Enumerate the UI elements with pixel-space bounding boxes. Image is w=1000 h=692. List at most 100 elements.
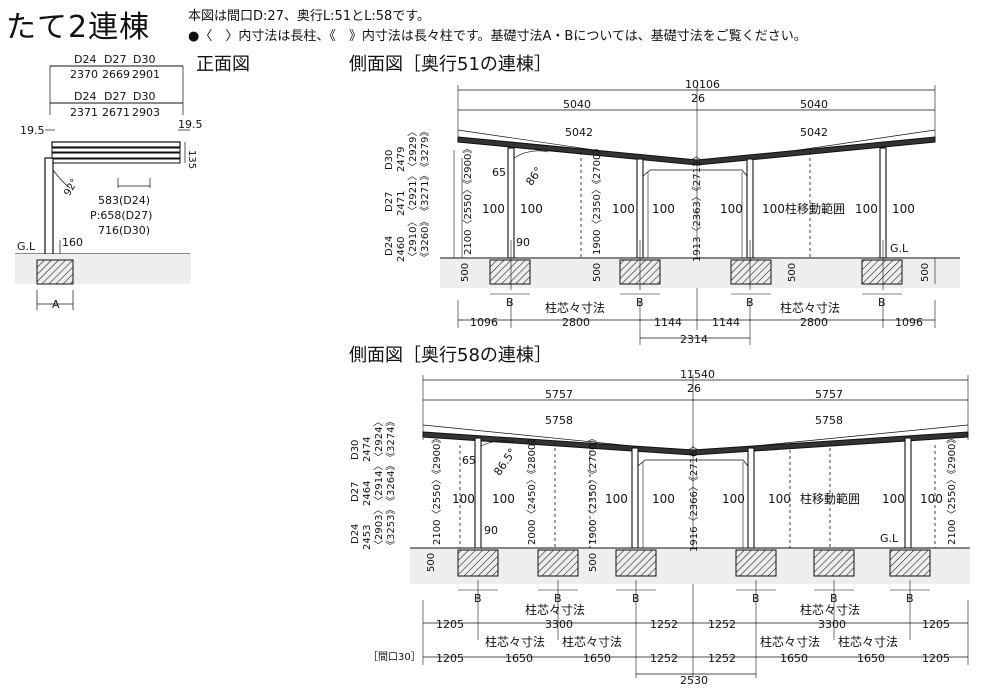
s51-move-8: 100: [892, 202, 915, 216]
s51-post-h-center: 1913〈2363〉《2713〉: [691, 151, 703, 262]
front-a-label: A: [52, 298, 60, 311]
s58-h-d30-c: 《3274》: [385, 417, 397, 462]
s58-h-d24-c: 《3253》: [385, 505, 397, 550]
s51-bottom-6: 1096: [895, 316, 923, 329]
s51-bottom-1: 1096: [470, 316, 498, 329]
front-mid-header-d30: D30: [133, 90, 155, 103]
s51-h-d30-c: 《3279》: [419, 127, 431, 172]
front-top-header-d30: D30: [133, 53, 155, 66]
side51-labels: 10106 26 5040 5040 5042 5042 D30 2479 〈2…: [384, 78, 931, 346]
s51-bottom-5: 2800: [800, 316, 828, 329]
s58-bottom-4: 1252: [708, 618, 736, 631]
s58-bottom-1: 1205: [436, 618, 464, 631]
s51-half-roof-left: 5042: [565, 126, 593, 139]
s51-move-2: 100: [520, 202, 543, 216]
s51-h-d24-c: 《3260》: [419, 217, 431, 262]
front-view-title: 正面図: [196, 54, 250, 75]
s58-b-3: B: [632, 592, 640, 605]
s58-b-6: B: [906, 592, 914, 605]
s58-bottom-6: 1205: [922, 618, 950, 631]
s51-found-4: 500: [920, 263, 931, 282]
s58-mag-1: 1205: [436, 652, 464, 665]
s51-h-d30-a: 2479: [396, 147, 407, 172]
s51-gl: G.L: [890, 242, 909, 255]
s58-move-1: 100: [452, 492, 475, 506]
s58-mag-4: 1252: [650, 652, 678, 665]
s51-h-d30-b: 〈2929〉: [407, 127, 419, 172]
front-p-line-1: 583(D24): [98, 194, 150, 207]
s58-pitch-sub-2: 柱芯々寸法: [562, 634, 622, 649]
s51-angle-a: 65: [492, 166, 506, 179]
front-mid-value-d30: 2903: [132, 106, 160, 119]
front-mid-value-d24: 2371: [70, 106, 98, 119]
s58-mag-7: 1650: [857, 652, 885, 665]
s58-center: 26: [687, 382, 701, 395]
s51-half-roof-right: 5042: [800, 126, 828, 139]
s58-found-1: 500: [426, 553, 437, 572]
side51-view-title: 側面図［奥行51の連棟］: [349, 54, 552, 75]
s51-h-d30-label: D30: [384, 150, 395, 170]
s58-h-d27-label: D27: [350, 482, 361, 502]
s58-mag-3: 1650: [583, 652, 611, 665]
front-p-line-2: P:658(D27): [90, 209, 152, 222]
front-top-value-d27: 2669: [102, 68, 130, 81]
s51-h-d24-label: D24: [384, 236, 395, 256]
s58-bottom-2: 3300: [545, 618, 573, 631]
s51-post-h-outer: 2100〈2550〉《2900》: [462, 144, 474, 255]
s51-move-4: 100: [652, 202, 675, 216]
s58-move-4: 100: [652, 492, 675, 506]
s58-move-3: 100: [605, 492, 628, 506]
s58-b-2: B: [554, 592, 562, 605]
s58-b-1: B: [474, 592, 482, 605]
s51-h-d24-a: 2460: [396, 237, 407, 262]
s51-h-d24-b: 〈2910〉: [407, 217, 419, 262]
s51-dim-90: 90: [516, 236, 530, 249]
s58-h-d27-a: 2464: [362, 481, 373, 506]
s58-b-4: B: [752, 592, 760, 605]
front-mid-header-d24: D24: [74, 90, 96, 103]
s51-h-d27-label: D27: [384, 192, 395, 212]
s51-bottom-2: 2800: [562, 316, 590, 329]
s58-bottom-5: 3300: [818, 618, 846, 631]
s58-half-roof-right: 5758: [815, 414, 843, 427]
s58-dim-90: 90: [484, 524, 498, 537]
s51-found-1: 500: [460, 263, 471, 282]
front-angle: 92°: [62, 177, 80, 198]
s58-pitch-sub-4: 柱芯々寸法: [838, 634, 898, 649]
s51-h-d27-a: 2471: [396, 191, 407, 216]
s58-h-d30-a: 2474: [362, 437, 373, 462]
front-view-labels: D24 D27 D30 2370 2669 2901 D24 D27 D30 2…: [17, 53, 203, 311]
s51-move-3: 100: [612, 202, 635, 216]
s51-found-2: 500: [592, 263, 603, 282]
s58-bottom-3: 1252: [650, 618, 678, 631]
s58-angle-a: 65: [462, 454, 476, 467]
note-line-1: 本図は間口D:27、奥行L:51とL:58です。: [188, 9, 430, 24]
s58-move-7: 100: [882, 492, 905, 506]
s58-found-2: 500: [588, 553, 599, 572]
s51-center-span: 2314: [680, 333, 708, 346]
s51-move-5: 100: [720, 202, 743, 216]
s58-h-d27-c: 《3264》: [385, 461, 397, 506]
front-eave-right: 19.5: [178, 118, 203, 131]
front-top-value-d30: 2901: [132, 68, 160, 81]
s51-center: 26: [691, 92, 705, 105]
s58-h-d30-b: 〈2924〉: [373, 417, 385, 462]
s58-half-top-right: 5757: [815, 388, 843, 401]
s51-h-d27-c: 《3271》: [419, 171, 431, 216]
s58-move-8: 100: [920, 492, 943, 506]
s51-h-d27-b: 〈2921〉: [407, 171, 419, 216]
s51-found-3: 500: [787, 263, 798, 282]
s51-half-top-right: 5040: [800, 98, 828, 111]
s51-pitch-right: 柱芯々寸法: [780, 300, 840, 315]
front-view: [15, 65, 191, 310]
side51-view: [440, 85, 960, 345]
s58-mag-label: ［間口30］: [368, 651, 421, 663]
s58-total: 11540: [680, 368, 715, 381]
s58-post-h-center: 1916〈2366〉《2716〉: [688, 441, 700, 552]
s58-post-h-2: 2000〈2450〉《2800》: [526, 434, 538, 545]
s58-h-d24-a: 2453: [362, 525, 373, 550]
s51-move-1: 100: [482, 202, 505, 216]
s58-post-h-outer-left: 2100〈2550〉《2900》: [431, 434, 443, 545]
s51-b-4: B: [878, 296, 886, 309]
s58-post-h-3: 1900〈2350〉《2700》: [587, 434, 599, 545]
